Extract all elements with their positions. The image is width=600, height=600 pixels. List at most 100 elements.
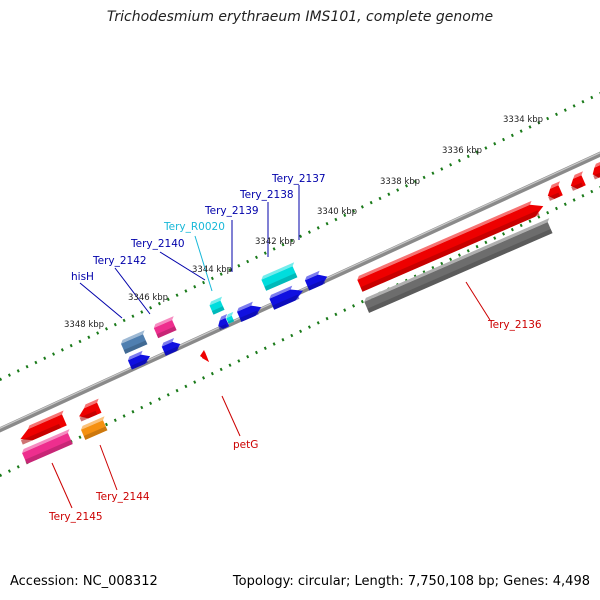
tick-mark <box>581 194 585 198</box>
gene-label: Tery_2144 <box>95 491 150 503</box>
feature-top-face <box>127 350 143 361</box>
tick-mark <box>334 217 338 222</box>
feature-top-face <box>269 285 293 299</box>
tick-mark <box>581 99 585 104</box>
kbp-label: 3340 kbp <box>317 207 357 217</box>
tick-mark <box>113 418 117 422</box>
tick-mark <box>590 189 594 194</box>
feature-shade <box>79 410 98 422</box>
feature-Tery_2138 <box>261 262 298 291</box>
feature-shade <box>227 319 235 324</box>
feature-red-far-1 <box>547 181 563 201</box>
tick-mark <box>96 331 100 335</box>
tick-mark <box>299 234 303 239</box>
feature-Tery_2145 <box>22 429 73 464</box>
tick-mark <box>140 310 144 314</box>
petG-arrow <box>200 350 209 362</box>
feature-shade <box>367 228 553 313</box>
tick-mark <box>387 192 391 196</box>
tick-mark <box>519 129 523 133</box>
feature-top-face <box>236 301 253 312</box>
tick-mark <box>431 171 435 175</box>
kbp-label: 3346 kbp <box>128 293 168 303</box>
tick-mark <box>290 333 294 338</box>
gene-label: Tery_2145 <box>48 511 103 523</box>
tick-mark <box>184 289 188 293</box>
feature-shade <box>239 310 259 322</box>
tick-mark <box>510 133 514 138</box>
tick-track-top <box>0 92 600 382</box>
tick-mark <box>193 285 197 289</box>
feature-top-face <box>153 316 174 328</box>
tick-mark <box>404 184 408 188</box>
feature-top-face <box>209 296 223 306</box>
map-title: Trichodesmium erythraeum IMS101, complet… <box>106 9 494 25</box>
tick-mark <box>78 435 82 439</box>
tick-mark <box>475 244 479 249</box>
tick-mark <box>113 322 117 327</box>
feature-top-face <box>161 337 175 347</box>
tick-mark <box>369 200 373 205</box>
tick-mark <box>457 253 461 257</box>
tick-mark <box>228 363 232 367</box>
gene-label: hisH <box>71 271 94 283</box>
tick-mark <box>246 259 250 264</box>
callout-line <box>79 282 123 319</box>
tick-mark <box>122 414 126 418</box>
tick-mark <box>228 268 232 272</box>
feature-Tery_R0020 <box>209 296 225 315</box>
tick-mark <box>493 236 497 240</box>
feature-shade <box>123 340 148 354</box>
feature-shade <box>20 423 61 445</box>
tick-mark <box>493 142 497 146</box>
tick-mark <box>325 316 329 321</box>
tick-mark <box>537 215 541 219</box>
feature-shade <box>211 306 225 315</box>
feature-Tery_2139 <box>236 301 262 322</box>
feature-top-face <box>304 270 320 281</box>
tick-mark <box>299 329 303 334</box>
callout-line <box>51 462 73 509</box>
callout-line <box>159 251 206 281</box>
tick-mark <box>325 221 329 226</box>
tick-mark <box>7 373 11 377</box>
tick-mark <box>563 202 567 206</box>
tick-mark <box>554 112 558 117</box>
feature-shade <box>156 326 177 339</box>
gene-label: Tery_2140 <box>130 238 185 250</box>
tick-mark <box>52 352 56 356</box>
feature-shade <box>218 323 228 331</box>
feature-top-face <box>364 218 550 302</box>
tick-mark <box>440 261 444 266</box>
callout-line <box>194 235 213 292</box>
tick-mark <box>519 223 523 228</box>
feature-front-face <box>20 414 67 441</box>
feature-hisH <box>120 330 148 354</box>
feature-Tery_2144 <box>80 416 108 440</box>
tick-mark <box>202 376 206 380</box>
tick-mark <box>378 196 382 201</box>
feature-top-face <box>357 200 532 280</box>
tick-mark <box>590 95 594 100</box>
tick-mark <box>334 312 338 317</box>
feature-Tery_2140 <box>218 314 230 331</box>
tick-mark <box>237 359 241 363</box>
feature-top-face <box>22 429 70 453</box>
tick-mark <box>104 422 108 427</box>
kbp-label: 3344 kbp <box>192 265 232 275</box>
tick-mark <box>175 293 179 297</box>
tick-mark <box>237 264 241 268</box>
tick-mark <box>307 230 311 234</box>
gene-label: Tery_2138 <box>239 189 294 201</box>
tick-mark <box>307 325 311 329</box>
tick-mark <box>484 146 488 150</box>
tick-mark <box>25 364 29 369</box>
kbp-label: 3338 kbp <box>380 177 420 187</box>
tick-mark <box>466 154 470 159</box>
feature-shade <box>548 192 561 201</box>
feature-Tery_2137 <box>269 285 303 310</box>
feature-layer <box>20 160 600 464</box>
tick-mark <box>290 238 294 243</box>
